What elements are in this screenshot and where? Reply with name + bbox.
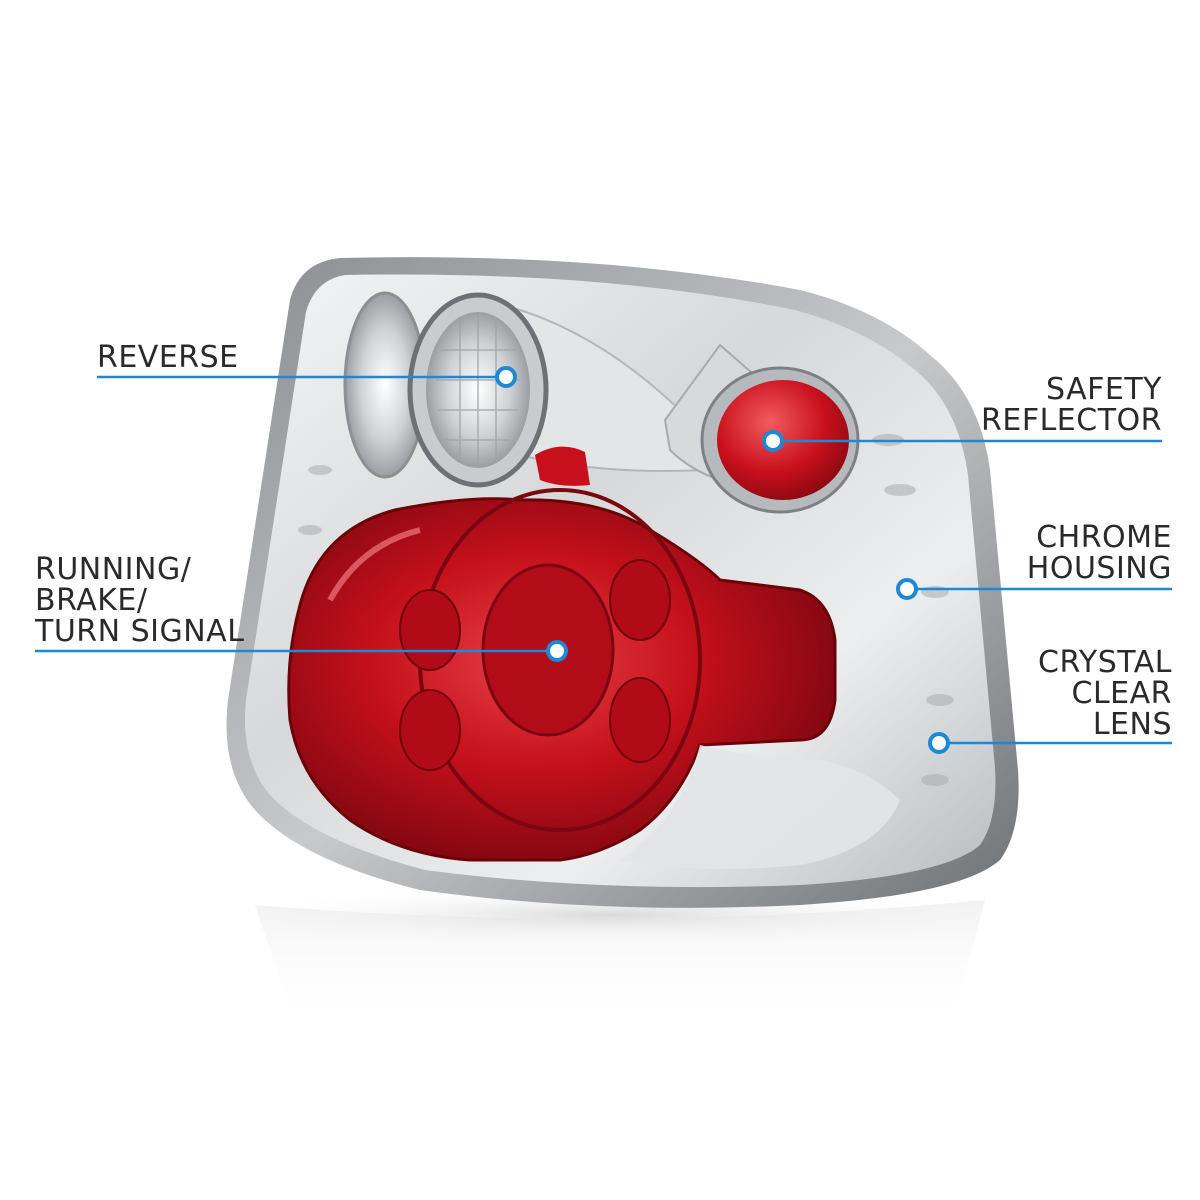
callout-lines (35, 375, 1172, 745)
housing-dimples (298, 434, 954, 786)
crystal-clear-lens-label: CRYSTAL CLEAR LENS (1038, 647, 1172, 740)
chrome-label-line-2: HOUSING (1026, 551, 1172, 586)
safety-reflector-label: SAFETY REFLECTOR (981, 374, 1162, 436)
callout-dots (495, 366, 950, 754)
floor-reflection (255, 900, 985, 1030)
callout-dot-icon (495, 366, 517, 388)
callout-dot-icon (762, 430, 784, 452)
red-accent-upper (535, 446, 590, 486)
running-label-line-3: TURN SIGNAL (35, 614, 245, 649)
callout-dot-icon (546, 640, 568, 662)
safety-label-line-2: REFLECTOR (981, 403, 1162, 438)
crystal-label-line-1: CRYSTAL (1038, 645, 1172, 680)
chrome-label-line-1: CHROME (1036, 520, 1172, 555)
running-brake-turn-label: RUNNING/ BRAKE/ TURN SIGNAL (35, 554, 244, 647)
callout-dot-icon (928, 732, 950, 754)
chrome-housing-label: CHROME HOUSING (1027, 522, 1172, 584)
reverse-label: REVERSE (97, 342, 239, 373)
safety-label-line-1: SAFETY (1046, 372, 1162, 407)
reverse-label-line-1: REVERSE (97, 340, 239, 375)
running-label-line-1: RUNNING/ (35, 552, 192, 587)
running-label-line-2: BRAKE/ (35, 583, 148, 618)
lens-highlight (327, 527, 421, 602)
reverse-lens-facets (436, 315, 520, 465)
callout-dot-icon (896, 578, 918, 600)
crystal-label-line-2: CLEAR (1071, 676, 1172, 711)
chrome-wedge (620, 745, 900, 869)
crystal-label-line-3: LENS (1092, 707, 1172, 742)
